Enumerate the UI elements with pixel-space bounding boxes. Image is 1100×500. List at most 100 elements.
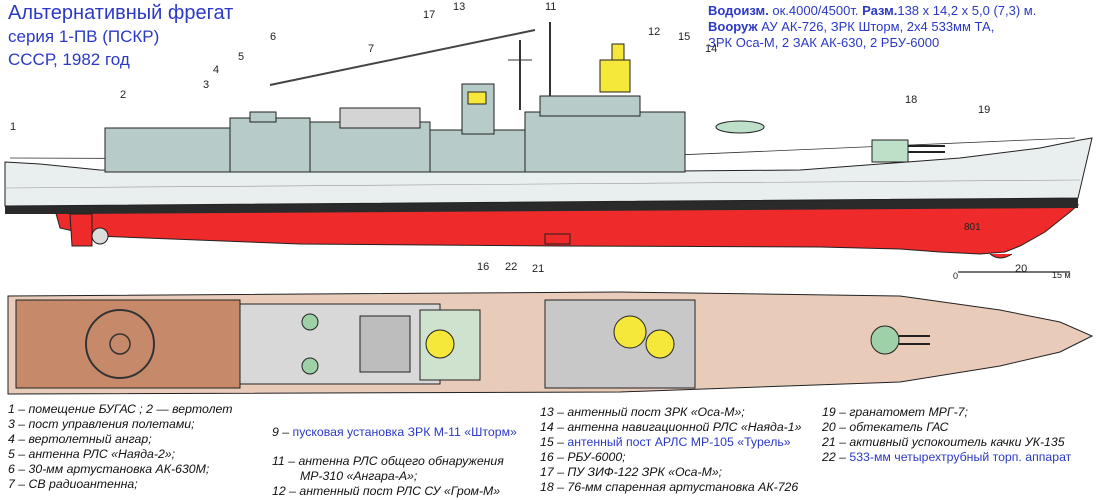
spec-displacement-label: Водоизм. — [708, 3, 769, 18]
legend-item: 6 – 30-мм артустановка АК-630М; — [8, 462, 232, 477]
legend-item: 21 – активный успокоитель качки УК-135 — [822, 435, 1071, 450]
legend-num: 3 – — [8, 417, 26, 431]
legend-item: 16 – РБУ-6000; — [540, 450, 801, 465]
callout-19: 19 — [978, 104, 990, 116]
legend-text: МР-310 «Ангара-А»; — [300, 469, 418, 483]
legend-text: антенна РЛС общего обнаружения — [298, 454, 504, 468]
side-profile: 801 0 15 м — [4, 22, 1093, 281]
callout-2: 2 — [120, 89, 126, 101]
callout-14: 14 — [705, 43, 717, 55]
legend-text: антенный пост АРЛС МР-105 «Турель» — [567, 435, 791, 449]
callout-5: 5 — [238, 51, 244, 63]
legend-col-3: 13 – антенный пост ЗРК «Оса-М»; 14 – ант… — [540, 405, 801, 495]
legend-item: 17 – ПУ ЗИФ-122 ЗРК «Оса-М»; — [540, 465, 801, 480]
legend-text: антенна РЛС «Наяда-2»; — [28, 447, 176, 461]
legend-num: 14 – — [540, 420, 564, 434]
callout-11: 11 — [545, 1, 556, 13]
legend-text: 76-мм спаренная артустановка АК-726 — [567, 480, 799, 494]
legend-item: 13 – антенный пост ЗРК «Оса-М»; — [540, 405, 801, 420]
legend-num: 22 – — [822, 450, 846, 464]
legend-text: антенный пост РЛС СУ «Гром-М» — [299, 484, 501, 498]
legend-text: пост управления полетами; — [28, 417, 195, 431]
callout-7: 7 — [368, 43, 374, 55]
top-view — [7, 291, 1094, 395]
callout-15: 15 — [678, 31, 690, 43]
callout-16: 16 — [477, 261, 489, 273]
legend-item: 1 – помещение БУГАС ; 2 — вертолет — [8, 402, 232, 417]
series-subtitle: серия 1-ПВ (ПСКР) — [8, 27, 160, 46]
legend-text: 30-мм артустановка АК-630М; — [28, 462, 210, 476]
country-year: СССР, 1982 год — [8, 50, 130, 69]
callout-6: 6 — [270, 31, 276, 43]
spec-line-3: ЗРК Оса-М, 2 ЗАК АК-630, 2 РБУ-6000 — [708, 35, 940, 50]
legend-num: 21 – — [822, 435, 846, 449]
legend-item: 9 – пусковая установка ЗРК М-11 «Шторм» — [272, 425, 517, 440]
callout-13: 13 — [453, 1, 465, 13]
legend-col-2: 9 – пусковая установка ЗРК М-11 «Шторм» … — [272, 425, 517, 499]
underwater-hull — [54, 204, 1080, 255]
scale-end: 15 м — [1052, 270, 1071, 280]
helipad — [15, 299, 241, 389]
legend-item: 12 – антенный пост РЛС СУ «Гром-М» — [272, 484, 517, 499]
legend-text: пусковая установка ЗРК М-11 «Шторм» — [292, 425, 517, 439]
legend-num: 20 – — [822, 420, 846, 434]
legend-text: активный успокоитель качки УК-135 — [849, 435, 1065, 449]
legend-item: 5 – антенна РЛС «Наяда-2»; — [8, 447, 232, 462]
callout-17: 17 — [423, 9, 435, 21]
hangar — [104, 127, 236, 173]
legend-num: 12 – — [272, 484, 296, 498]
callout-21: 21 — [532, 263, 544, 275]
legend-num: 15 – — [540, 435, 564, 449]
legend-num: 11 – — [272, 454, 296, 468]
callout-3: 3 — [203, 79, 209, 91]
bow-turret — [870, 325, 900, 355]
legend-num: 6 – — [8, 462, 26, 476]
legend-item: 14 – антенна навигационной РЛС «Наяда-1» — [540, 420, 801, 435]
spec-dimensions-value: 138 х 14,2 х 5,0 (7,3) м. — [897, 3, 1037, 18]
callout-4: 4 — [213, 64, 219, 76]
callout-18: 18 — [905, 94, 917, 106]
fire-control-radar — [599, 59, 631, 93]
spec-line-1: Водоизм. ок.4000/4500т. Разм.138 х 14,2 … — [708, 3, 1036, 18]
legend-text: помещение БУГАС ; 2 — вертолет — [28, 402, 233, 416]
legend-col-1: 1 – помещение БУГАС ; 2 — вертолет 3 – п… — [8, 402, 232, 492]
spec-armament-value: АУ АК-726, ЗРК Шторм, 2х4 533мм ТА, — [761, 19, 995, 34]
osa-launcher — [715, 120, 765, 134]
spec-displacement-value: ок.4000/4500т. — [772, 3, 859, 18]
stabilizer — [544, 233, 571, 245]
legend-text: антенный пост ЗРК «Оса-М»; — [567, 405, 745, 419]
legend-text: СВ радиоантенна; — [28, 477, 138, 491]
legend-item: 7 – СВ радиоантенна; — [8, 477, 232, 492]
legend-text: ПУ ЗИФ-122 ЗРК «Оса-М»; — [567, 465, 723, 479]
legend-item: 4 – вертолетный ангар; — [8, 432, 232, 447]
legend-text: 533-мм четырехтрубный торп. аппарат — [849, 450, 1072, 464]
legend-text: гранатомет МРГ-7; — [849, 405, 968, 419]
legend-num: 4 – — [8, 432, 26, 446]
legend-num: 17 – — [540, 465, 564, 479]
superstructure-forward — [524, 111, 686, 173]
page-title: Альтернативный фрегат — [8, 2, 234, 24]
callout-20: 20 — [1015, 263, 1027, 275]
hull-number: 801 — [964, 222, 981, 233]
legend-num: 7 – — [8, 477, 26, 491]
superstructure-aft — [309, 121, 431, 173]
legend-item: 19 – гранатомет МРГ-7; — [822, 405, 1071, 420]
legend-item: 15 – антенный пост АРЛС МР-105 «Турель» — [540, 435, 801, 450]
radio-antenna — [269, 29, 536, 86]
legend-num: 5 – — [8, 447, 26, 461]
legend-num: 13 – — [540, 405, 564, 419]
legend-item: МР-310 «Ангара-А»; — [272, 469, 517, 484]
legend-item: 20 – обтекатель ГАС — [822, 420, 1071, 435]
legend-num: 1 – — [8, 402, 26, 416]
legend-text: РБУ-6000; — [567, 450, 626, 464]
legend-text: вертолетный ангар; — [28, 432, 152, 446]
callout-22: 22 — [505, 261, 517, 273]
legend-text: антенна навигационной РЛС «Наяда-1» — [567, 420, 802, 434]
spec-armament-label: Вооруж — [708, 19, 758, 34]
legend-num: 16 – — [540, 450, 564, 464]
legend-item: 11 – антенна РЛС общего обнаружения — [272, 454, 517, 469]
waterline-stripe — [5, 198, 1078, 214]
scale-zero: 0 — [953, 271, 958, 281]
legend-item: 18 – 76-мм спаренная артустановка АК-726 — [540, 480, 801, 495]
ship-drawing: 801 0 15 м 1 2 3 4 5 6 17 13 11 — [4, 1, 1094, 395]
